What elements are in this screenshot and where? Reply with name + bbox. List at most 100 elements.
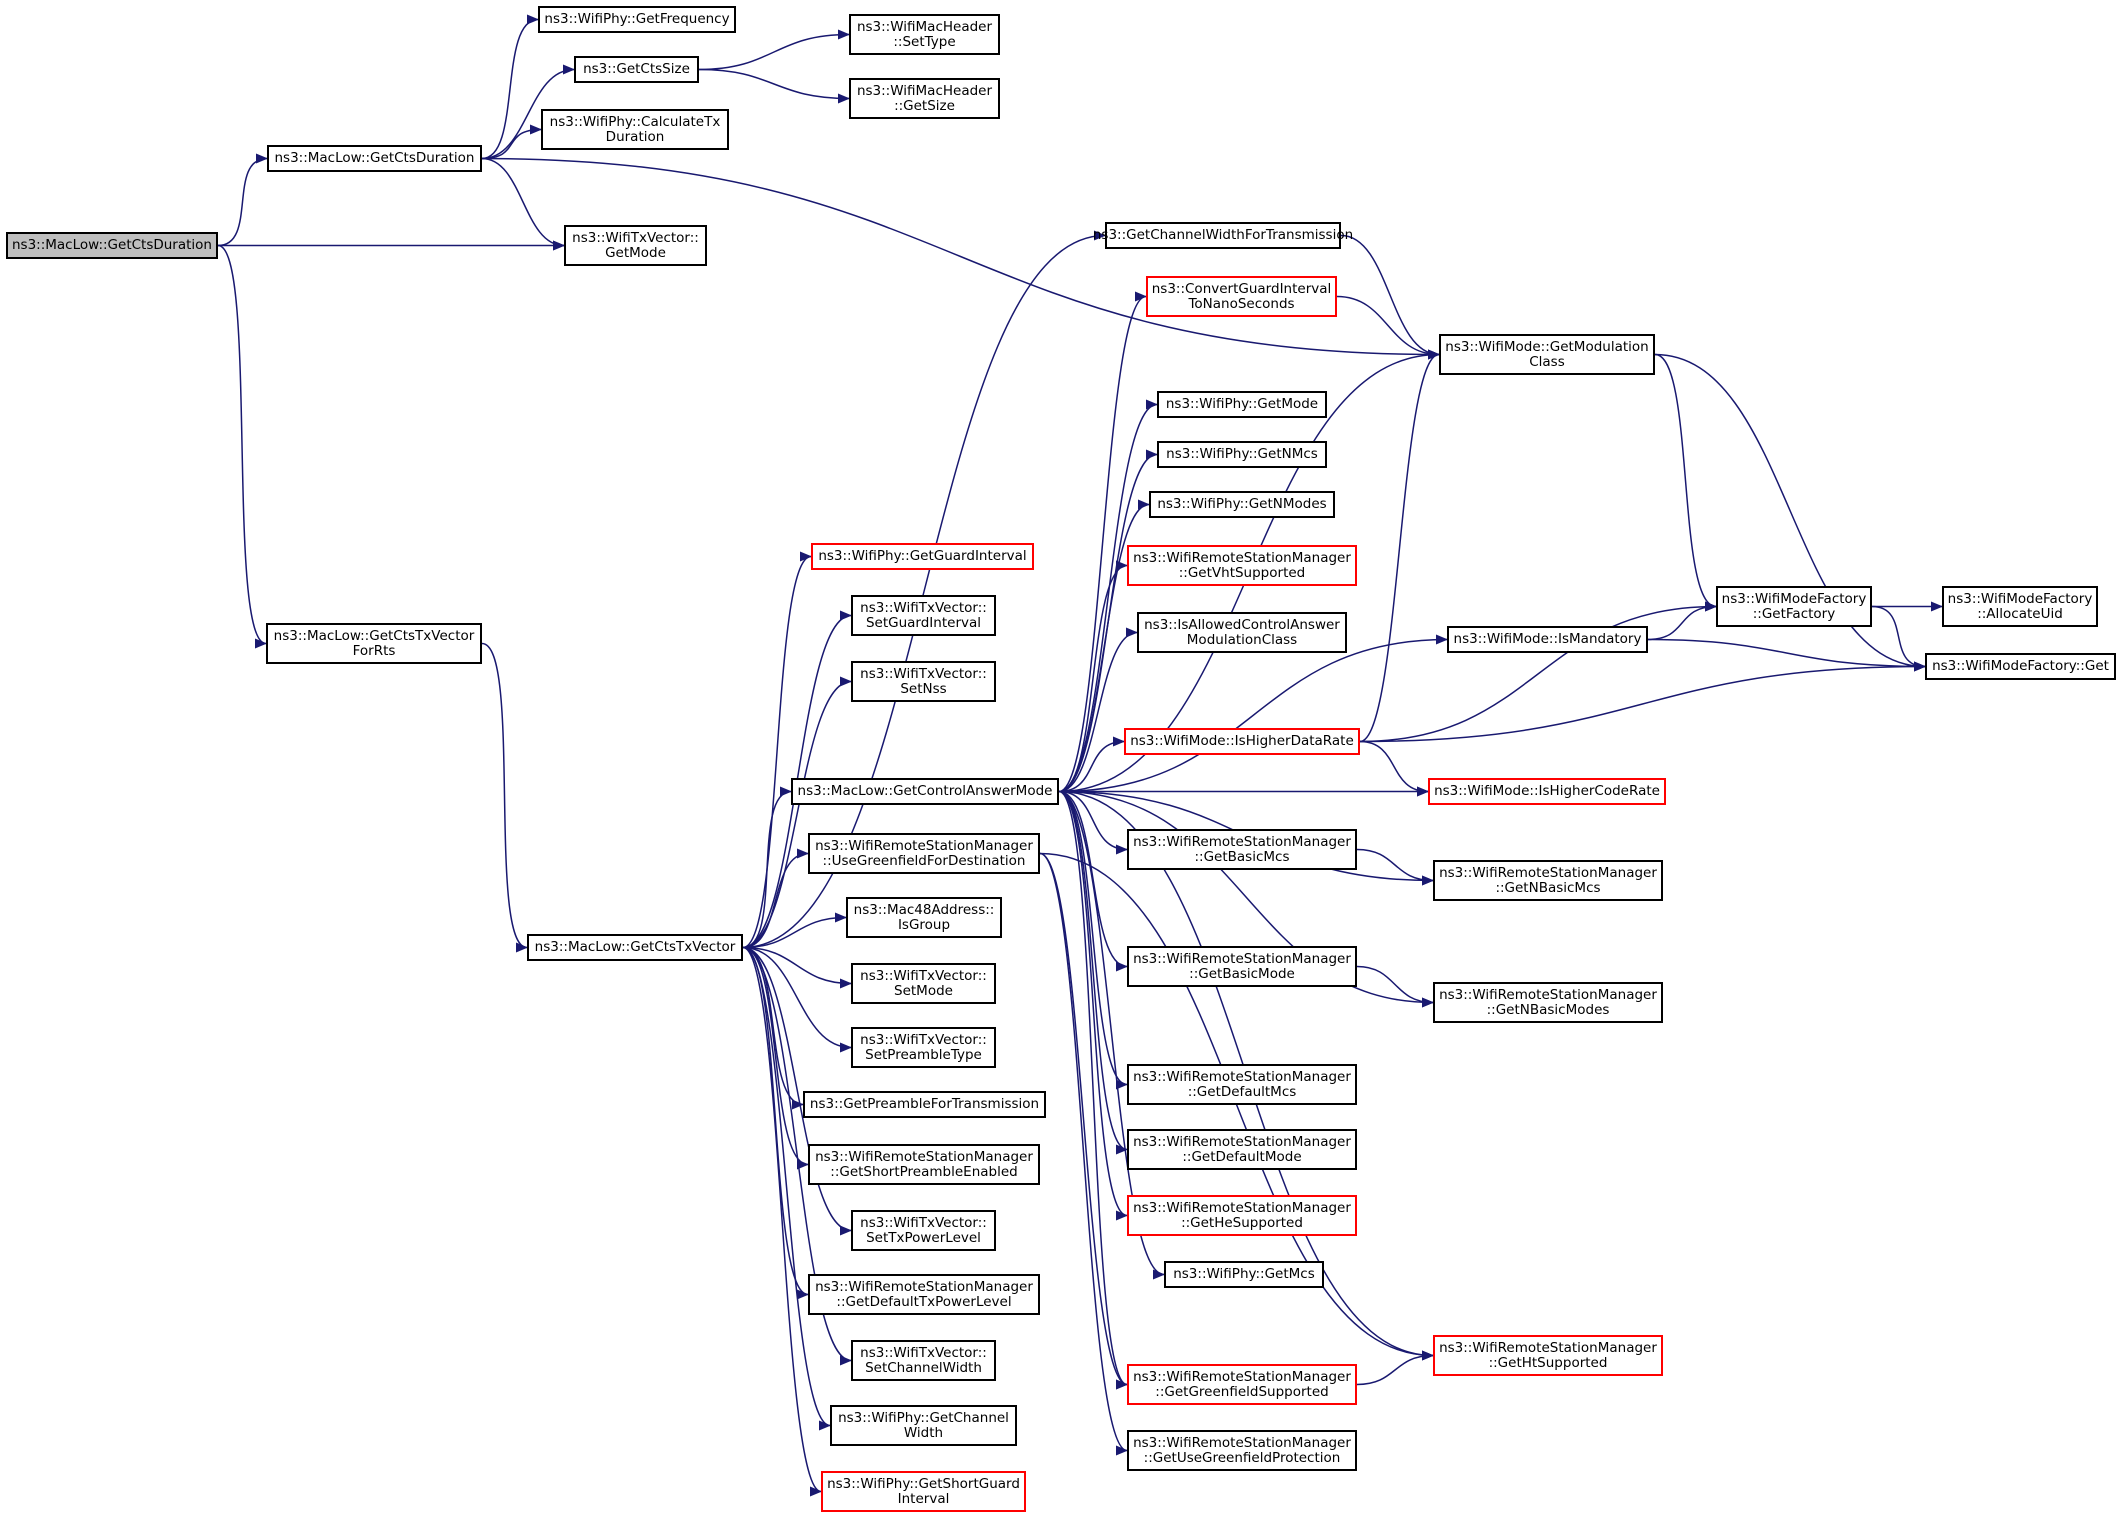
node-getvht[interactable]: ns3::WifiRemoteStationManager::GetVhtSup… <box>1127 545 1357 586</box>
node-getgreen[interactable]: ns3::WifiRemoteStationManager::GetGreenf… <box>1127 1364 1357 1405</box>
node-getnmcs[interactable]: ns3::WifiPhy::GetNMcs <box>1157 441 1327 468</box>
node-allocuid[interactable]: ns3::WifiModeFactory::AllocateUid <box>1942 586 2098 627</box>
node-getbasicmcs[interactable]: ns3::WifiRemoteStationManager::GetBasicM… <box>1127 829 1357 870</box>
node-getdefmode[interactable]: ns3::WifiRemoteStationManager::GetDefaul… <box>1127 1129 1357 1170</box>
node-label-line: ns3::WifiTxVector:: <box>860 1031 987 1048</box>
edge-ishigherdr-to-getfactory <box>1359 601 1717 743</box>
node-gethe[interactable]: ns3::WifiRemoteStationManager::GetHeSupp… <box>1127 1195 1357 1236</box>
edge-getmodclass-to-factget <box>1654 353 1926 672</box>
node-label-line: ns3::WifiRemoteStationManager <box>1133 1199 1351 1216</box>
node-settxpower[interactable]: ns3::WifiTxVector::SetTxPowerLevel <box>851 1210 996 1251</box>
node-label-line: ns3::MacLow::GetControlAnswerMode <box>797 783 1053 799</box>
node-getbasicmode[interactable]: ns3::WifiRemoteStationManager::GetBasicM… <box>1127 946 1357 987</box>
node-setgi[interactable]: ns3::WifiTxVector::SetGuardInterval <box>851 595 996 636</box>
edge-getctssize-to-getsize <box>698 68 850 104</box>
node-label-line: ForRts <box>352 642 396 659</box>
node-label-line: ns3::MacLow::GetCtsTxVector <box>534 939 736 955</box>
node-label-line: ns3::WifiModeFactory::Get <box>1932 658 2109 674</box>
node-getctrlans[interactable]: ns3::MacLow::GetControlAnswerMode <box>791 778 1059 805</box>
node-setnss[interactable]: ns3::WifiTxVector::SetNss <box>851 661 996 702</box>
edge-getctsdur2-to-calctx <box>481 124 542 160</box>
node-factget[interactable]: ns3::WifiModeFactory::Get <box>1925 653 2116 680</box>
node-usegreen[interactable]: ns3::WifiRemoteStationManager::UseGreenf… <box>808 833 1040 874</box>
edge-getctrlans-to-getbasicmcs <box>1058 790 1128 855</box>
node-getusegreenprot[interactable]: ns3::WifiRemoteStationManager::GetUseGre… <box>1127 1430 1357 1471</box>
node-label-line: ns3::WifiModeFactory <box>1947 590 2093 607</box>
node-label-line: ::GetBasicMcs <box>1194 848 1290 865</box>
node-getctstxvec[interactable]: ns3::MacLow::GetCtsTxVector <box>527 934 743 961</box>
node-label-line: ns3::WifiTxVector:: <box>860 665 987 682</box>
node-label-line: ::GetGreenfieldSupported <box>1155 1383 1329 1400</box>
node-getshortpre[interactable]: ns3::WifiRemoteStationManager::GetShortP… <box>808 1144 1040 1185</box>
node-label-line: ::GetHeSupported <box>1181 1214 1303 1231</box>
node-label-line: ns3::WifiPhy::GetMcs <box>1173 1266 1315 1282</box>
node-setmode[interactable]: ns3::WifiTxVector::SetMode <box>851 963 996 1004</box>
node-label-line: ::GetFactory <box>1752 605 1836 622</box>
node-getchwidthtx[interactable]: ns3::GetChannelWidthForTransmission <box>1093 222 1353 249</box>
edge-getctstxvec-to-getpreamble <box>742 946 804 1110</box>
node-label-line: ns3::WifiRemoteStationManager <box>1133 833 1351 850</box>
edge-getctrlans-to-getnbasicmodes <box>1058 790 1434 1008</box>
node-getht[interactable]: ns3::WifiRemoteStationManager::GetHtSupp… <box>1433 1335 1663 1376</box>
node-label-line: SetPreambleType <box>865 1046 982 1063</box>
node-label-line: ns3::WifiRemoteStationManager <box>1133 1068 1351 1085</box>
node-label-line: IsGroup <box>897 916 951 933</box>
node-getgi[interactable]: ns3::WifiPhy::GetGuardInterval <box>811 543 1034 570</box>
node-label-line: ns3::MacLow::GetCtsDuration <box>274 150 475 166</box>
node-label-line: ns3::WifiPhy::GetGuardInterval <box>818 548 1027 564</box>
node-getfreq[interactable]: ns3::WifiPhy::GetFrequency <box>538 6 736 33</box>
node-label-line: ::GetUseGreenfieldProtection <box>1143 1449 1341 1466</box>
node-getdefmcs[interactable]: ns3::WifiRemoteStationManager::GetDefaul… <box>1127 1064 1357 1105</box>
node-getpreamble[interactable]: ns3::GetPreambleForTransmission <box>803 1091 1046 1118</box>
node-label-line: ::AllocateUid <box>1977 605 2063 622</box>
node-txgetmode[interactable]: ns3::WifiTxVector::GetMode <box>564 225 707 266</box>
node-ishighercr[interactable]: ns3::WifiMode::IsHigherCodeRate <box>1428 778 1666 805</box>
node-setchwidth[interactable]: ns3::WifiTxVector::SetChannelWidth <box>851 1340 996 1381</box>
edge-getctrlans-to-getdefmode <box>1058 790 1128 1155</box>
node-label-line: ns3::GetPreambleForTransmission <box>809 1096 1040 1112</box>
node-setpreamble[interactable]: ns3::WifiTxVector::SetPreambleType <box>851 1027 996 1068</box>
edge-getctstxvec-to-setpreamble <box>742 946 852 1053</box>
node-phygetmode[interactable]: ns3::WifiPhy::GetMode <box>1157 391 1327 418</box>
edge-getctsdur2-to-getmodclass <box>481 157 1440 360</box>
edge-ishigherdr-to-ishighercr <box>1359 740 1429 797</box>
node-getctssize[interactable]: ns3::GetCtsSize <box>574 56 699 83</box>
edge-getctstxvec-to-getctrlans <box>742 786 792 949</box>
edge-getbasicmode-to-getnbasicmodes <box>1356 965 1434 1008</box>
edge-getctrlans-to-isallowed <box>1058 627 1138 793</box>
node-isgroup[interactable]: ns3::Mac48Address::IsGroup <box>846 897 1002 938</box>
node-getfactory[interactable]: ns3::WifiModeFactory::GetFactory <box>1716 586 1872 627</box>
node-getsize[interactable]: ns3::WifiMacHeader::GetSize <box>849 78 1000 119</box>
node-getnmodes[interactable]: ns3::WifiPhy::GetNModes <box>1149 491 1335 518</box>
node-getnbasicmcs[interactable]: ns3::WifiRemoteStationManager::GetNBasic… <box>1433 860 1663 901</box>
node-label-line: Duration <box>605 128 665 145</box>
node-label-line: ns3::IsAllowedControlAnswer <box>1144 616 1340 633</box>
node-label-line: SetMode <box>894 982 953 999</box>
node-label-line: ns3::WifiPhy::GetChannel <box>838 1409 1009 1426</box>
node-label-line: ns3::WifiTxVector:: <box>572 229 699 246</box>
edge-getctstxvec-to-setchwidth <box>742 946 852 1366</box>
edge-getctrlans-to-phygetmcs <box>1058 790 1165 1280</box>
node-getctsdur2[interactable]: ns3::MacLow::GetCtsDuration <box>267 145 482 172</box>
edge-usegreen-to-getusegreenprot <box>1039 852 1128 1456</box>
node-settype[interactable]: ns3::WifiMacHeader::SetType <box>849 14 1000 55</box>
node-label-line: SetChannelWidth <box>865 1359 982 1376</box>
node-root: ns3::MacLow::GetCtsDuration <box>6 232 218 259</box>
node-label-line: Interval <box>897 1490 950 1507</box>
node-getdeftxpower[interactable]: ns3::WifiRemoteStationManager::GetDefaul… <box>808 1274 1040 1315</box>
node-phygetmcs[interactable]: ns3::WifiPhy::GetMcs <box>1164 1261 1324 1288</box>
node-ismandatory[interactable]: ns3::WifiMode::IsMandatory <box>1447 626 1648 653</box>
edge-ismandatory-to-getfactory <box>1647 601 1717 641</box>
edge-getctstxvec-to-phygetchw <box>742 946 831 1431</box>
edge-getctstxvec-to-usegreen <box>742 848 809 949</box>
node-getnbasicmodes[interactable]: ns3::WifiRemoteStationManager::GetNBasic… <box>1433 982 1663 1023</box>
node-ishigherdr[interactable]: ns3::WifiMode::IsHigherDataRate <box>1124 728 1360 755</box>
